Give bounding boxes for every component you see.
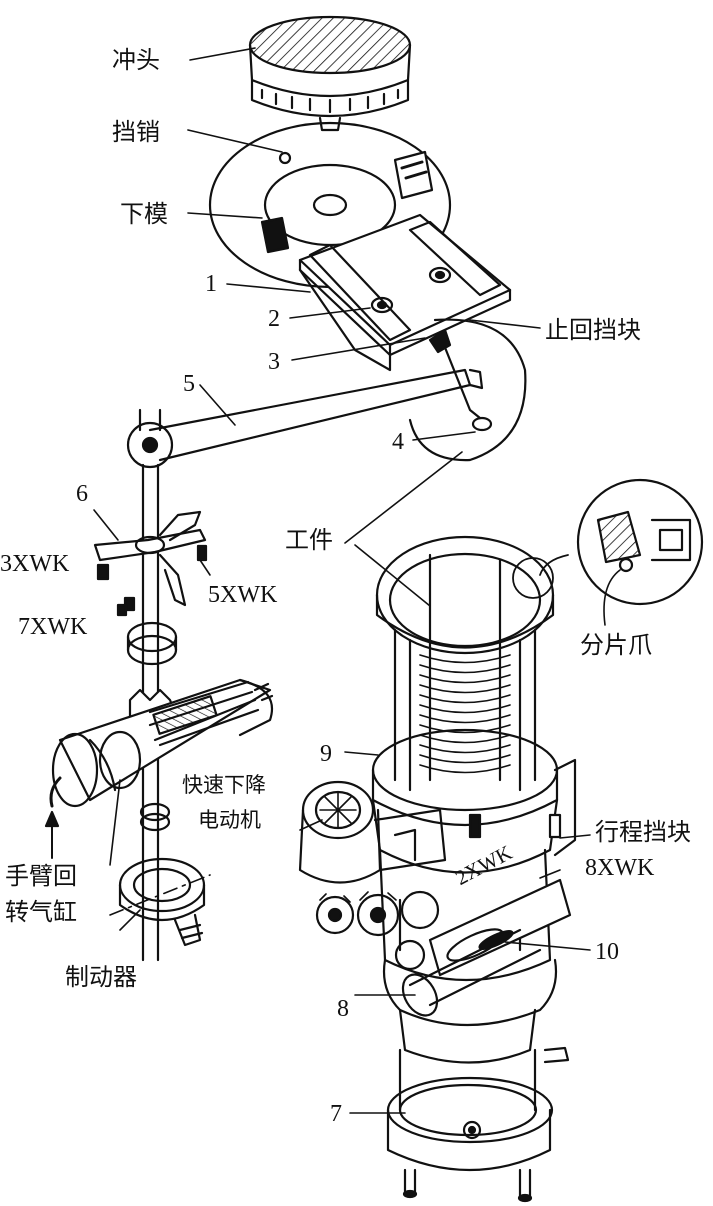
label-part-2: 2 (268, 306, 280, 332)
cam-disc-drawing (408, 318, 527, 462)
shaft-drawing (138, 408, 162, 962)
label-part-10: 10 (595, 939, 619, 965)
label-part-9: 9 (320, 741, 332, 767)
lower-collar-drawing (139, 802, 171, 832)
slide-plate-drawing (298, 213, 512, 372)
label-brake: 制动器 (65, 963, 137, 991)
label-part-3: 3 (268, 349, 280, 375)
label-switch-7xwk: 7XWK (18, 614, 88, 640)
label-switch-8xwk: 8XWK (585, 855, 655, 881)
label-switch-3xwk: 3XWK (0, 551, 70, 577)
label-arm-cylinder-line2: 转气缸 (5, 898, 77, 926)
label-stop-pin: 挡销 (112, 118, 160, 146)
label-stroke-stop: 行程挡块 (595, 818, 691, 846)
rotary-arm-drawing (126, 368, 484, 469)
label-split-claw: 分片爪 (580, 631, 652, 659)
air-arrow (44, 810, 60, 859)
label-lower-die: 下模 (120, 200, 168, 228)
label-part-5: 5 (183, 371, 195, 397)
brake-drawing (109, 857, 211, 947)
fast-motor-drawing (298, 780, 447, 971)
punch-drawing (248, 15, 412, 132)
label-part-7: 7 (330, 1101, 342, 1127)
label-part-1: 1 (205, 271, 217, 297)
label-punch: 冲头 (112, 46, 160, 74)
collar-drawing (126, 621, 178, 666)
cross-arm-drawing (93, 510, 208, 617)
machine-body-drawing (371, 535, 577, 1203)
label-workpiece: 工件 (285, 526, 333, 554)
label-check-stop: 止回挡块 (545, 316, 641, 344)
gear-and-cylinder-drawing (49, 678, 274, 808)
label-part-6: 6 (76, 481, 88, 507)
label-arm-cylinder-line1: 手臂回 (5, 862, 77, 890)
label-fast-motor-line1: 快速下降 (182, 773, 266, 797)
label-part-4: 4 (392, 429, 404, 455)
label-fast-motor-line2: 电动机 (198, 808, 261, 832)
leader-lines (93, 47, 621, 1114)
claw-detail-drawing (512, 478, 704, 606)
label-part-8: 8 (337, 996, 349, 1022)
label-switch-5xwk: 5XWK (208, 582, 278, 608)
